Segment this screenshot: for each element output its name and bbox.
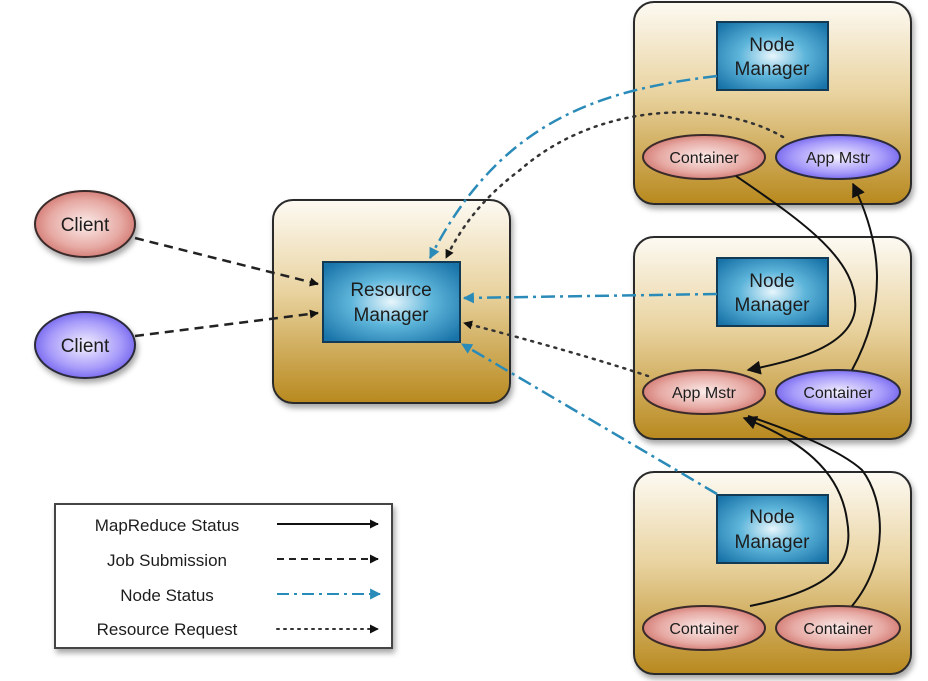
- container-ellipse: [775, 605, 901, 651]
- node-manager-box: [716, 21, 829, 91]
- resource-manager-box: [322, 261, 461, 343]
- mapreduce-status-arrow: [747, 415, 881, 607]
- node-status-arrow: [428, 74, 718, 259]
- node-manager-label-2: Manager: [735, 59, 811, 80]
- client-purple: Client: [34, 311, 136, 379]
- node-status-arrow: [461, 342, 718, 496]
- mapreduce-status-arrow: [742, 416, 850, 607]
- node-host-1: Node Manager Container App Mstr: [633, 1, 912, 205]
- app-master-label: App Mstr: [672, 385, 737, 402]
- legend-label-resource-request: Resource Request: [97, 620, 238, 639]
- node-manager-label-2: Manager: [735, 532, 811, 553]
- resource-manager-host: Resource Manager: [272, 199, 511, 404]
- resource-manager-label-2: Manager: [354, 305, 430, 326]
- client-label: Client: [61, 336, 110, 357]
- legend: MapReduce Status Job Submission Node Sta…: [54, 503, 393, 649]
- node-manager-box: [716, 494, 829, 564]
- node-manager-label-1: Node: [749, 507, 794, 528]
- container-ellipse: [642, 605, 766, 651]
- node-manager-box: [716, 257, 829, 327]
- node-status-arrow: [462, 292, 718, 304]
- node-host-3: Node Manager Container Container: [633, 471, 912, 675]
- job-submission-arrow: [134, 236, 319, 287]
- app-master-label: App Mstr: [806, 150, 871, 167]
- app-master-ellipse: [775, 134, 901, 180]
- node-host-2: Node Manager App Mstr Container: [633, 236, 912, 440]
- client-red: Client: [34, 190, 136, 258]
- legend-label-job-submission: Job Submission: [107, 551, 227, 570]
- container-label: Container: [803, 621, 873, 638]
- resource-request-arrow: [462, 320, 650, 378]
- node-manager-label-1: Node: [749, 35, 794, 56]
- client-label: Client: [61, 215, 110, 236]
- resource-manager-label-1: Resource: [350, 280, 431, 301]
- mapreduce-status-arrow: [851, 182, 878, 371]
- container-label: Container: [669, 621, 739, 638]
- legend-label-mapreduce-status: MapReduce Status: [95, 516, 240, 535]
- node-manager-label-1: Node: [749, 271, 794, 292]
- container-ellipse: [642, 134, 766, 180]
- app-master-ellipse: [642, 369, 766, 415]
- mapreduce-status-arrow: [735, 175, 857, 375]
- container-label: Container: [669, 150, 739, 167]
- job-submission-arrow: [134, 309, 319, 338]
- container-ellipse: [775, 369, 901, 415]
- node-manager-label-2: Manager: [735, 295, 811, 316]
- legend-label-node-status: Node Status: [120, 586, 214, 605]
- container-label: Container: [803, 385, 873, 402]
